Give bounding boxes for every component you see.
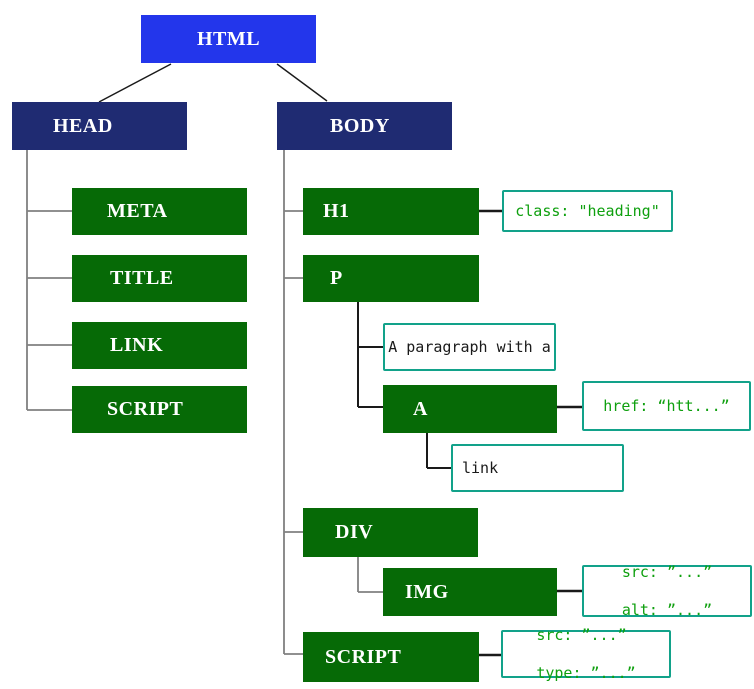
node-div: DIV	[303, 508, 478, 557]
annotation-img-src: src: ”...”	[621, 562, 713, 581]
node-script-body: SCRIPT	[303, 632, 479, 682]
node-link: LINK	[72, 322, 247, 369]
annotation-script-src: src: ”...”	[536, 625, 627, 644]
node-html: HTML	[141, 15, 316, 63]
annotation-h1-class: class: "heading"	[502, 190, 673, 232]
node-title: TITLE	[72, 255, 247, 302]
node-script-head: SCRIPT	[72, 386, 247, 433]
annotation-img-alt: alt: ”...”	[621, 600, 713, 619]
annotation-script-lines: src: ”...” type: ”...”	[536, 626, 635, 683]
annotation-img-attrs: src: ”...” alt: ”...”	[582, 563, 752, 620]
text-node-link: link	[451, 444, 624, 492]
node-p: P	[303, 255, 479, 302]
annotation-img-lines: src: ”...” alt: ”...”	[622, 563, 712, 620]
node-body: BODY	[277, 102, 452, 150]
annotation-a-href: href: “htt...”	[582, 381, 751, 431]
annotation-script-attrs: src: ”...” type: ”...”	[501, 626, 671, 682]
node-h1: H1	[303, 188, 479, 235]
node-a: A	[383, 385, 557, 433]
node-meta: META	[72, 188, 247, 235]
text-node-paragraph: A paragraph with a	[383, 323, 556, 371]
node-head: HEAD	[12, 102, 187, 150]
edge-html-head	[98, 63, 172, 103]
node-img: IMG	[383, 568, 557, 616]
annotation-script-type: type: ”...”	[536, 663, 636, 682]
edge-html-body	[276, 63, 328, 102]
